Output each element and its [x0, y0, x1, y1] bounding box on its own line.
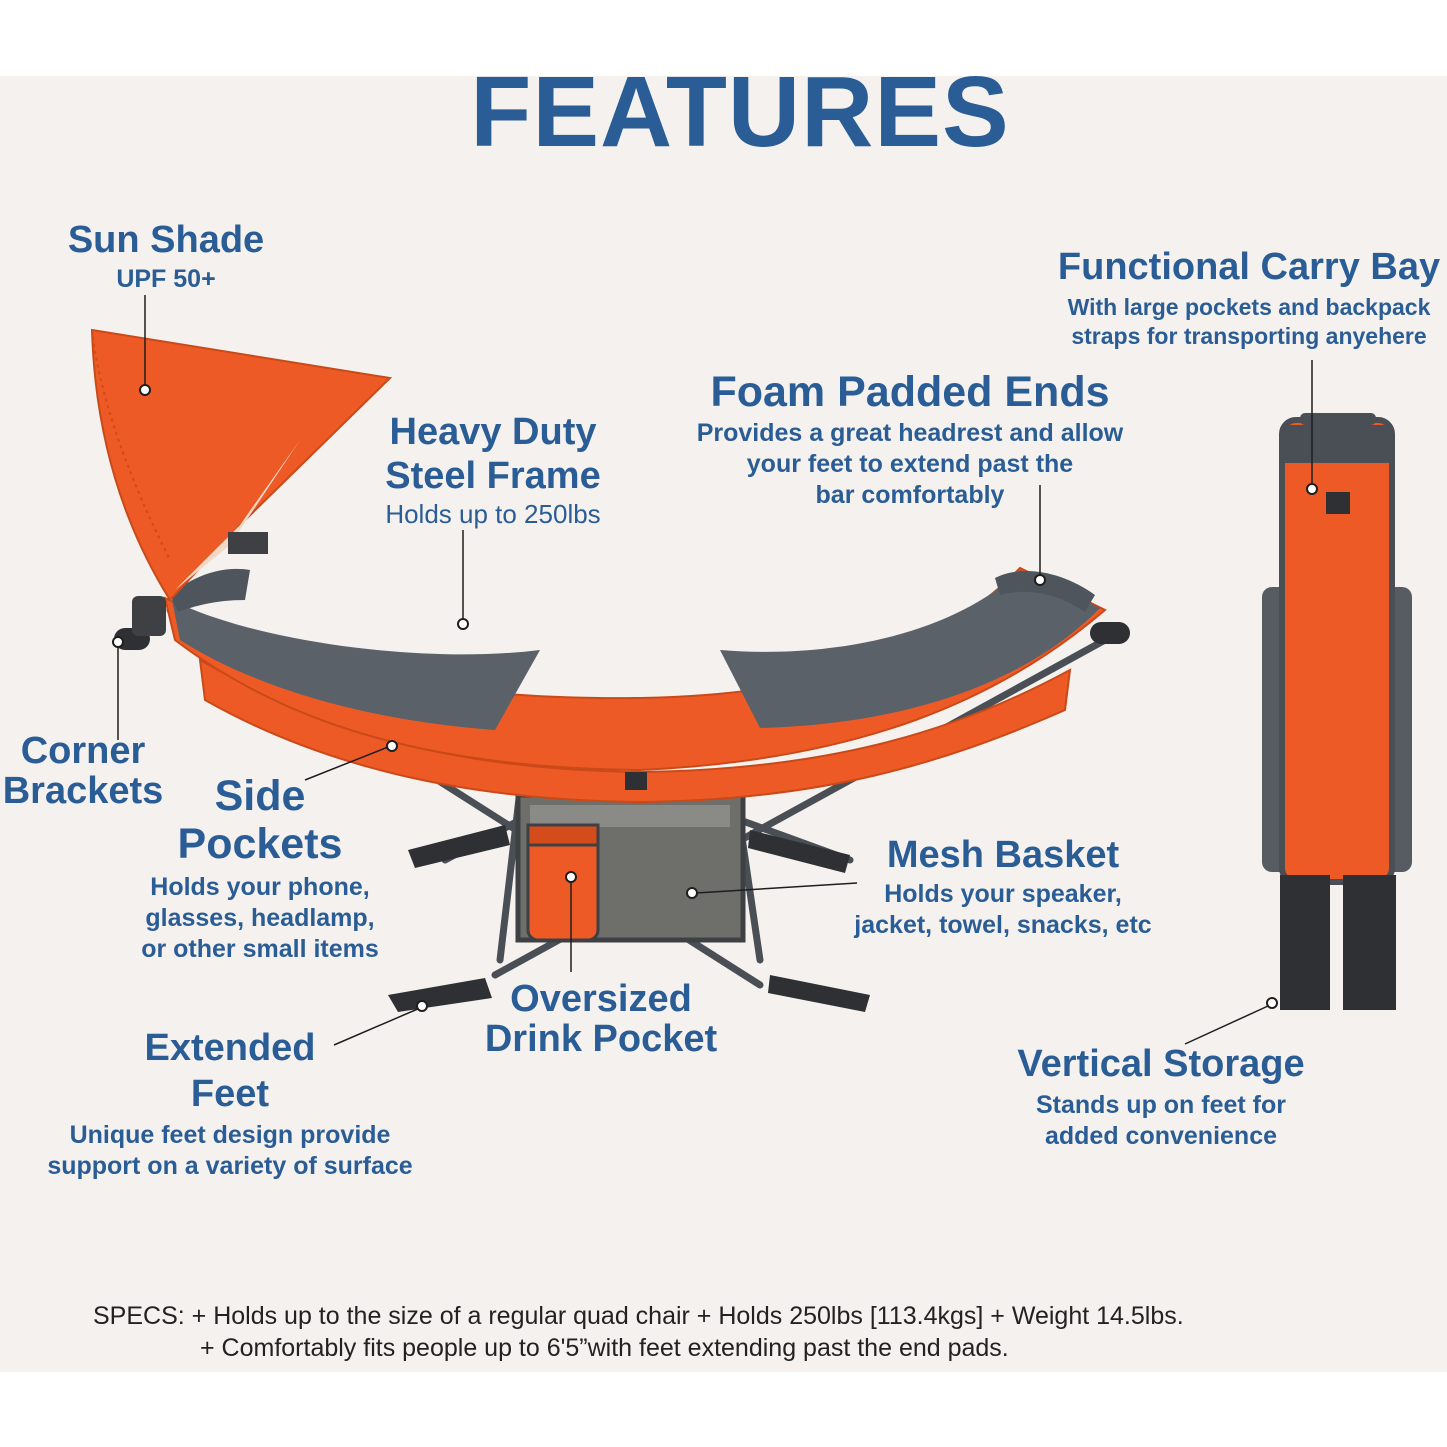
vertical-storage-desc-1: Stands up on feet for [1036, 1091, 1286, 1120]
side-pockets-callout: Side Pockets Holds your phone, glasses, … [120, 772, 400, 965]
sun-shade-callout: Sun Shade UPF 50+ [46, 218, 286, 295]
mesh-basket-desc-2: jacket, towel, snacks, etc [854, 911, 1152, 940]
side-pockets-desc-2: glasses, headlamp, [145, 903, 375, 932]
drink-pocket-title-2: Drink Pocket [484, 1018, 718, 1061]
vertical-storage-desc-2: added convenience [1044, 1122, 1278, 1151]
drink-pocket-graphic [526, 823, 600, 942]
mesh-basket-callout: Mesh Basket Holds your speaker, jacket, … [835, 833, 1171, 941]
corner-brackets-title-1: Corner [20, 730, 146, 772]
callout-lines [117, 295, 1313, 1046]
drink-pocket-title-1: Oversized [510, 978, 692, 1020]
carry-bag-graphic [1262, 413, 1412, 1010]
foam-ends-title: Foam Padded Ends [710, 368, 1110, 416]
steel-frame-callout: Heavy Duty Steel Frame Holds up to 250lb… [368, 410, 618, 530]
sun-shade-desc: UPF 50+ [116, 265, 216, 294]
extended-feet-callout: Extended Feet Unique feet design provide… [20, 1026, 440, 1182]
feet-graphic [388, 825, 870, 1012]
steel-frame-desc: Holds up to 250lbs [385, 499, 601, 530]
callout-markers [112, 384, 1318, 1012]
drink-pocket-callout: Oversized Drink Pocket [470, 977, 732, 1061]
side-pockets-title-2: Pockets [177, 819, 343, 868]
sun-shade-title: Sun Shade [67, 219, 265, 261]
foam-ends-desc-1: Provides a great headrest and allow [696, 418, 1124, 447]
specs-line-2: + Comfortably fits people up to 6'5”with… [200, 1334, 1009, 1362]
extended-feet-desc-1: Unique feet design provide [69, 1121, 391, 1150]
corner-brackets-callout: Corner Brackets [0, 729, 166, 813]
page-title: FEATURES [470, 56, 1010, 168]
foam-ends-desc-2: your feet to extend past the [746, 449, 1074, 478]
carry-bay-desc-2: straps for transporting anyehere [1071, 322, 1427, 349]
specs-text: SPECS: + Holds up to the size of a regul… [93, 1300, 1184, 1364]
vertical-storage-callout: Vertical Storage Stands up on feet for a… [1005, 1042, 1317, 1152]
carry-bay-title: Functional Carry Bay [1057, 246, 1441, 288]
hammock-bed [114, 566, 1130, 804]
steel-frame-title-1: Heavy Duty [389, 411, 597, 453]
side-pockets-title-1: Side [214, 772, 306, 820]
specs-line-1: SPECS: + Holds up to the size of a regul… [93, 1302, 1184, 1330]
extended-feet-title-1: Extended [144, 1027, 316, 1069]
vertical-storage-title: Vertical Storage [1017, 1043, 1305, 1085]
side-pockets-desc-3: or other small items [141, 934, 379, 963]
foam-ends-desc-3: bar comfortably [815, 480, 1005, 509]
mesh-basket-title: Mesh Basket [886, 834, 1120, 876]
carry-bay-callout: Functional Carry Bay With large pockets … [1052, 245, 1446, 350]
mesh-basket-desc-1: Holds your speaker, [884, 880, 1122, 909]
sun-shade-graphic [90, 328, 393, 636]
corner-brackets-title-2: Brackets [2, 770, 164, 813]
carry-bay-desc-1: With large pockets and backpack [1067, 294, 1431, 321]
extended-feet-title-2: Feet [190, 1073, 270, 1116]
side-pockets-desc-1: Holds your phone, [150, 872, 370, 901]
extended-feet-desc-2: support on a variety of surface [47, 1152, 413, 1181]
steel-frame-title-2: Steel Frame [385, 455, 601, 498]
foam-ends-callout: Foam Padded Ends Provides a great headre… [660, 368, 1160, 511]
